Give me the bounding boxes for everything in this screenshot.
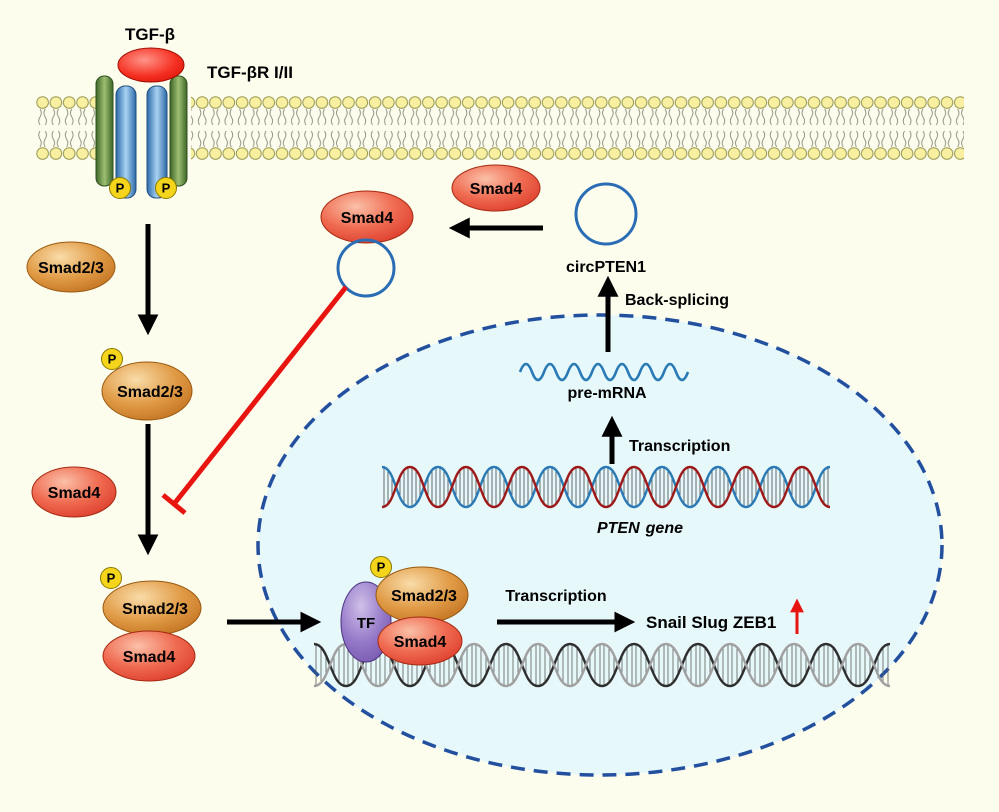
phospho-label: P	[377, 560, 386, 575]
smad4-sequestered-label: Smad4	[341, 210, 394, 227]
circrna-ring-bound	[336, 238, 396, 298]
phospho-label: P	[108, 352, 117, 367]
receptor-I-right	[146, 85, 168, 199]
tgfb-label: TGF-β	[125, 25, 175, 44]
phospho-label: P	[116, 181, 125, 196]
smad23-phospho-label: Smad2/3	[117, 384, 183, 401]
phospho-badge	[100, 567, 122, 589]
nuclear-smad23-label: Smad2/3	[391, 588, 457, 605]
smad23-free-label: Smad2/3	[38, 260, 104, 277]
inhibition-tbar	[161, 285, 348, 515]
smad4-sequestered	[320, 190, 414, 244]
phospho-badge	[155, 177, 177, 199]
phospho-label: P	[162, 181, 171, 196]
smad23-free	[26, 241, 116, 293]
tgfb-receptor-label: TGF-βR I/II	[207, 63, 293, 82]
tgfb-receptor-complex: P P	[95, 47, 188, 199]
receptor-II-right	[169, 75, 188, 187]
smad4-free-label: Smad4	[48, 485, 101, 502]
transcription-lower-label: Transcription	[505, 588, 606, 605]
phospho-badge	[109, 177, 131, 199]
gene-word: gene	[645, 520, 683, 537]
pre-mrna-wave	[518, 362, 690, 382]
nucleus	[256, 313, 944, 777]
smad4-cytoplasm-label: Smad4	[470, 181, 523, 198]
smad4-cytoplasm	[451, 164, 541, 212]
receptor-II-left	[95, 75, 114, 187]
circpten1-ring	[574, 182, 638, 246]
pre-mrna-label: pre-mRNA	[567, 385, 647, 402]
complex-smad4	[102, 630, 196, 682]
transcription-upper-label: Transcription	[629, 438, 730, 455]
complex-smad23-label: Smad2/3	[122, 601, 188, 618]
phospho-badge	[101, 348, 123, 370]
complex-smad4-label: Smad4	[123, 649, 176, 666]
target-genes-label: Snail Slug ZEB1	[646, 613, 776, 632]
smad23-phospho	[101, 361, 193, 421]
smad4-free	[31, 466, 117, 518]
cell-membrane	[36, 93, 964, 163]
phospho-label: P	[107, 571, 116, 586]
circpten1-label: circPTEN1	[566, 259, 646, 276]
receptor-I-left	[115, 85, 137, 199]
pten-gene-name: PTEN	[597, 520, 640, 537]
pten-gene-label: PTEN gene	[597, 520, 683, 537]
back-splicing-label: Back-splicing	[625, 292, 729, 309]
phospho-badge	[370, 556, 392, 578]
nuclear-smad4-label: Smad4	[394, 634, 447, 651]
tf-label: TF	[357, 615, 375, 632]
tgfb-ligand	[117, 47, 185, 83]
nuclear-smad4	[377, 616, 463, 666]
